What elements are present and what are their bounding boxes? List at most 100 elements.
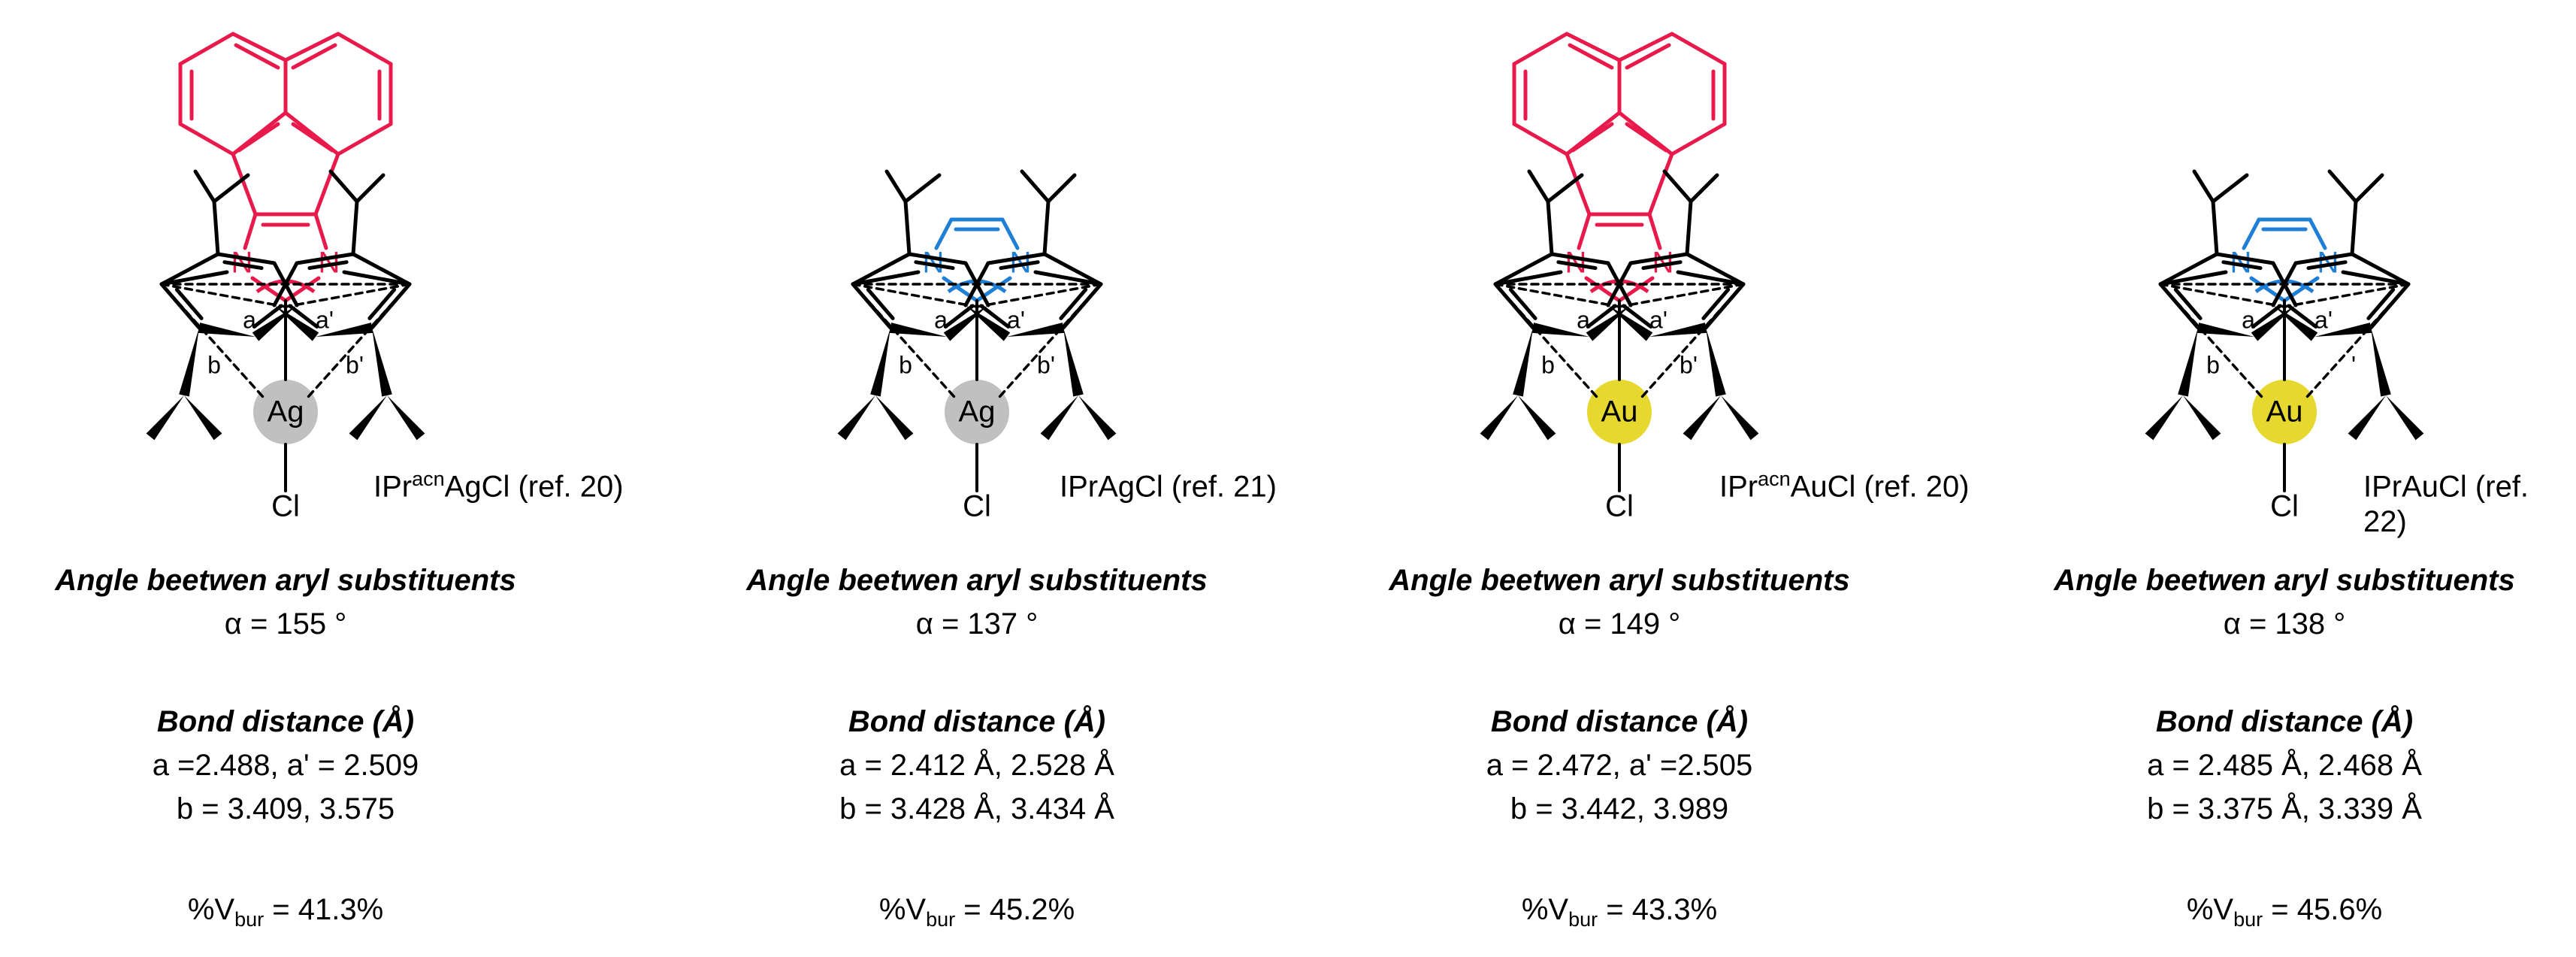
label-b-prime: b' (1680, 351, 1698, 378)
isopropyl-wedge (1706, 328, 1726, 397)
bond (174, 287, 204, 320)
bond (178, 32, 235, 66)
bond (288, 304, 319, 329)
distance-b-prime (1640, 283, 1745, 398)
bond (307, 260, 349, 271)
complex-caption: IPracnAgCl (ref. 20) (373, 468, 624, 504)
bond (1508, 287, 1537, 320)
bond (351, 199, 359, 256)
buried-volume: %Vbur = 43.3% (1311, 893, 1927, 931)
bond (907, 252, 968, 265)
buried-volume: %Vbur = 41.3% (0, 893, 594, 931)
vbur-value: = 43.3% (1598, 893, 1718, 926)
vbur-prefix: %V (1521, 893, 1569, 926)
isopropyl-wedge (2183, 395, 2221, 441)
vbur-subscript: bur (2233, 908, 2263, 931)
bond (1647, 152, 1674, 217)
caption-prefix: IPr (373, 470, 413, 504)
bond-b-values: b = 3.409, 3.575 (176, 792, 395, 825)
vbur-value: = 45.2% (955, 893, 1075, 926)
bond (1571, 122, 1614, 153)
perspective-bond (1649, 323, 1707, 337)
caption-suffix: AgCl (ref. 20) (444, 470, 624, 504)
bond (2308, 217, 2327, 250)
complex-caption: IPrAuCl (ref. (2363, 468, 2529, 504)
bond (1042, 252, 1103, 286)
bond-b-values: b = 3.442, 3.989 (1510, 792, 1729, 825)
bond (1042, 199, 1051, 256)
bond (1000, 217, 1020, 250)
label-a-prime: a' (1007, 306, 1025, 333)
isopropyl-wedge (387, 395, 425, 441)
distance-a (1494, 283, 1621, 308)
distance-b (1494, 283, 1598, 398)
label-b: b (207, 351, 221, 378)
bond (851, 270, 921, 286)
perspective-bond (2197, 323, 2254, 337)
bond (1685, 199, 1693, 256)
vbur-subscript: bur (1568, 908, 1598, 931)
bond (291, 122, 334, 153)
isopropyl-wedge (372, 328, 392, 397)
vbur-value: = 41.3% (264, 893, 384, 926)
vbur-value: = 45.6% (2263, 893, 2383, 926)
gold-atom (2252, 380, 2317, 444)
right-aryl-ring (272, 169, 425, 441)
bond (1568, 43, 1614, 70)
bond (291, 43, 337, 70)
left-aryl-ring (146, 169, 299, 441)
vbur-prefix: %V (878, 893, 927, 926)
bond (934, 217, 954, 250)
perspective-bond (198, 323, 255, 337)
bond (216, 252, 277, 265)
bond (2251, 304, 2282, 329)
label-b-prime: b' (346, 351, 364, 378)
angle-heading: Angle beetwen aryl substituents (746, 564, 1208, 597)
label-a-prime: a' (316, 306, 334, 333)
bond (2287, 304, 2318, 329)
bond (2327, 169, 2358, 204)
caption-superscript: acn (412, 468, 445, 490)
bond-a-values: a =2.488, a' = 2.509 (152, 749, 419, 782)
distance-a-prime (975, 283, 1102, 308)
bond-heading: Bond distance (Å) (848, 705, 1106, 738)
bond (979, 304, 1011, 329)
isopropyl-wedge (837, 395, 875, 441)
bond (1059, 287, 1088, 320)
bond (866, 287, 895, 320)
distance-a (2159, 283, 2286, 308)
label-b-prime: ' (2351, 351, 2356, 378)
vbur-prefix: %V (187, 893, 235, 926)
bond (1670, 32, 1727, 66)
angle-heading: Angle beetwen aryl substituents (1389, 564, 1850, 597)
bond (1689, 173, 1719, 204)
isopropyl-wedge (1040, 395, 1078, 441)
angle-value: α = 137 ° (915, 607, 1039, 641)
bond (1617, 32, 1674, 62)
bond (212, 199, 220, 256)
bond (1586, 304, 1617, 329)
bond (1670, 122, 1727, 156)
bond (2192, 169, 2215, 204)
bond (295, 252, 355, 265)
bond (193, 169, 216, 204)
label-a: a (243, 306, 256, 333)
vbur-prefix: %V (2186, 893, 2234, 926)
distance-b (851, 283, 956, 398)
bond (1556, 260, 1598, 271)
isopropyl-wedge (2371, 328, 2391, 397)
bond (1565, 152, 1592, 217)
bond (2293, 252, 2354, 265)
isopropyl-wedge (349, 395, 387, 441)
bond (2354, 173, 2384, 204)
label-a-prime: a' (1649, 306, 1667, 333)
bond-heading: Bond distance (Å) (156, 705, 415, 738)
right-aryl-ring (2271, 169, 2424, 441)
bond (1622, 304, 1653, 329)
chloride-label: Cl (963, 490, 991, 523)
bond (336, 32, 393, 66)
